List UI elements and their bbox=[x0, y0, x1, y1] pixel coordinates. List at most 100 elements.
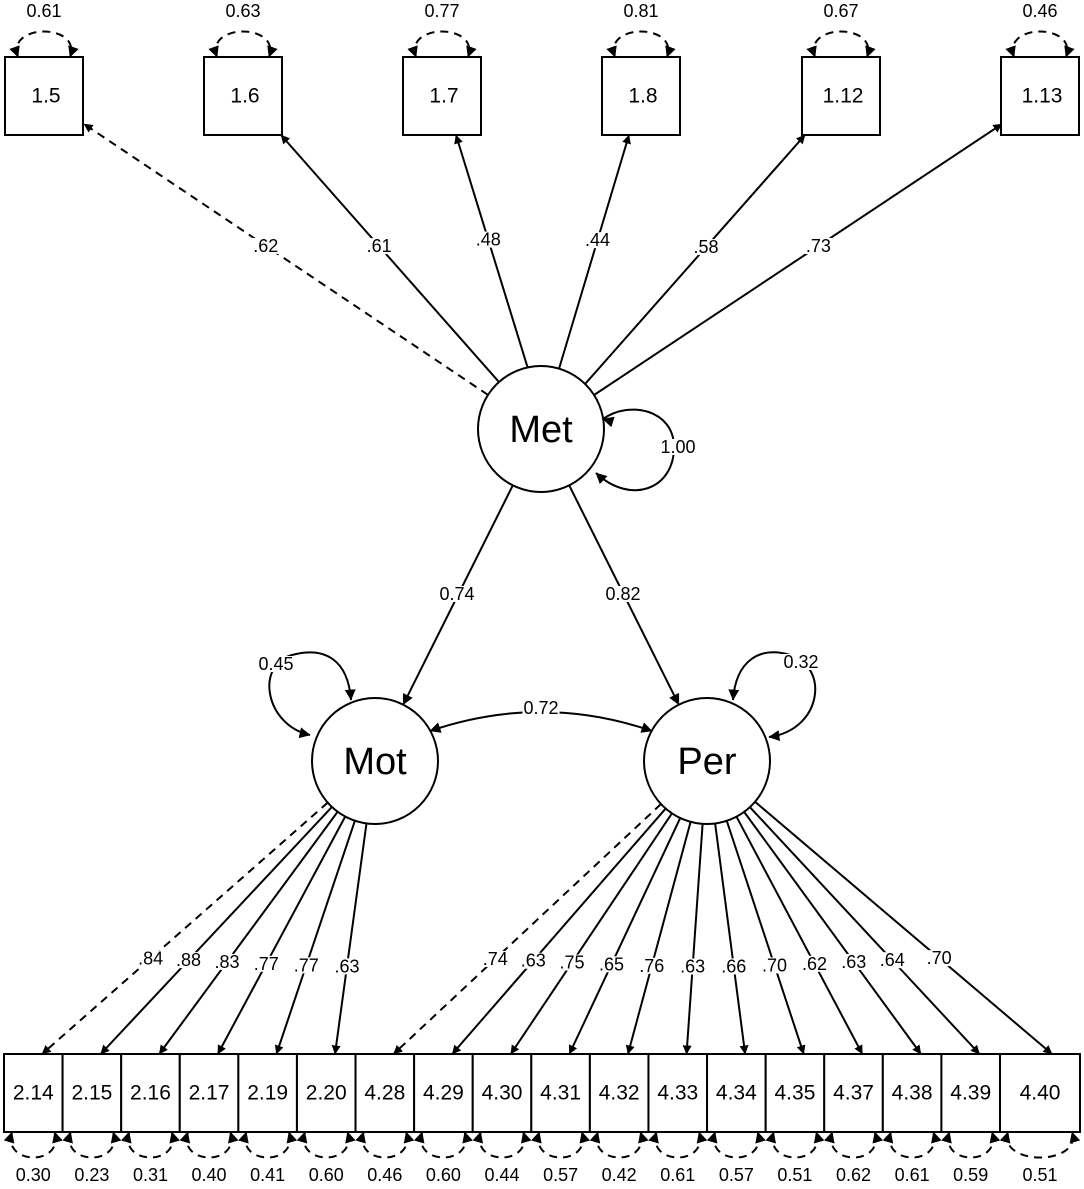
loading-arrow-per-4.29 bbox=[451, 807, 667, 1055]
path-arrows bbox=[3, 30, 1081, 1159]
loading-value: .58 bbox=[694, 237, 719, 257]
indicator-box-1.13 bbox=[1000, 56, 1080, 136]
error-variance-arrow bbox=[355, 1131, 415, 1159]
variance-mot-bg bbox=[257, 656, 295, 672]
indicator-box-4.37 bbox=[823, 1053, 884, 1133]
loading-value-bg bbox=[333, 958, 361, 975]
error-variance-arrow bbox=[824, 1131, 884, 1159]
error-variance-arrow bbox=[62, 1131, 122, 1159]
error-variance-value-bg bbox=[73, 1167, 111, 1183]
indicator-label: 4.40 bbox=[1020, 1082, 1061, 1105]
indicator-label: 1.5 bbox=[31, 85, 60, 108]
error-variance-value: 0.77 bbox=[424, 1, 459, 21]
error-variance-arrow bbox=[208, 30, 278, 58]
error-variance-value-bg bbox=[1021, 3, 1059, 19]
error-variance-value-bg bbox=[893, 1167, 931, 1183]
indicator-box-4.28 bbox=[354, 1053, 416, 1133]
error-variance-value-bg bbox=[542, 1167, 580, 1183]
error-variance-arrow bbox=[238, 1131, 298, 1159]
error-variance-value: 0.61 bbox=[660, 1165, 695, 1185]
error-variance-value: 0.63 bbox=[225, 1, 260, 21]
error-variance-value: 0.44 bbox=[484, 1165, 519, 1185]
loading-value-bg bbox=[804, 237, 832, 254]
error-variance-value-bg bbox=[1021, 1167, 1059, 1183]
loading-arrow-met-1.13 bbox=[593, 123, 1003, 396]
error-variance-value-bg bbox=[423, 3, 461, 19]
error-variance-arrow bbox=[9, 30, 79, 58]
indicator-box-2.15 bbox=[61, 1053, 123, 1133]
loading-value-bg bbox=[597, 956, 626, 973]
loading-value-bg bbox=[638, 957, 666, 974]
loading-value-bg bbox=[481, 951, 509, 968]
error-variance-value: 0.46 bbox=[367, 1165, 402, 1185]
loading-arrow-mot-2.17 bbox=[216, 816, 347, 1055]
loading-value: .77 bbox=[294, 955, 319, 975]
error-variance-arrow bbox=[606, 30, 676, 58]
indicator-box-2.16 bbox=[120, 1053, 181, 1133]
loading-value-bg bbox=[679, 958, 707, 975]
loading-value-bg bbox=[213, 953, 241, 970]
error-variance-arrow bbox=[413, 1131, 473, 1159]
loading-value: .66 bbox=[721, 956, 746, 976]
loading-arrow-mot-2.16 bbox=[158, 811, 339, 1055]
indicator-box-2.17 bbox=[178, 1053, 240, 1133]
loading-value: .44 bbox=[585, 230, 610, 250]
indicator-label: 4.39 bbox=[950, 1082, 991, 1105]
indicator-box-4.31 bbox=[530, 1053, 591, 1133]
indicator-box-1.12 bbox=[801, 56, 881, 136]
loading-arrow-met-1.5 bbox=[83, 123, 489, 396]
error-variance-arrow bbox=[407, 30, 477, 58]
error-variance-value-bg bbox=[822, 3, 860, 19]
indicator-label: 4.35 bbox=[775, 1082, 816, 1105]
loading-value: .76 bbox=[639, 956, 664, 976]
indicator-box-4.35 bbox=[764, 1053, 826, 1133]
loading-value-bg bbox=[760, 957, 788, 974]
error-variance-value: 0.67 bbox=[823, 1, 858, 21]
coef-met-mot-bg bbox=[438, 586, 476, 602]
loading-value: .63 bbox=[680, 957, 705, 977]
loading-arrow-mot-2.20 bbox=[331, 823, 368, 1055]
loading-value: .70 bbox=[762, 955, 787, 975]
indicator-box-4.32 bbox=[588, 1053, 650, 1133]
variance-loop-mot bbox=[268, 651, 356, 739]
indicator-label: 2.20 bbox=[306, 1082, 347, 1105]
error-variance-arrow bbox=[806, 30, 876, 58]
error-variance-value: 0.81 bbox=[623, 1, 658, 21]
loading-value: .84 bbox=[138, 948, 163, 968]
loading-arrow-met-1.7 bbox=[454, 134, 529, 368]
error-variance-value-bg bbox=[14, 1167, 52, 1183]
error-variance-value: 0.30 bbox=[16, 1165, 51, 1185]
loading-value-bg bbox=[292, 957, 320, 974]
error-variance-value: 0.23 bbox=[74, 1165, 109, 1185]
loading-value-bg bbox=[558, 954, 586, 971]
loading-value-bg bbox=[474, 231, 502, 248]
error-variance-value: 0.40 bbox=[192, 1165, 227, 1185]
indicator-box-4.38 bbox=[881, 1053, 943, 1133]
loading-value-bg bbox=[925, 950, 953, 967]
error-variance-arrow bbox=[999, 1131, 1081, 1159]
indicator-box-4.30 bbox=[471, 1053, 533, 1133]
error-variance-value-bg bbox=[952, 1167, 990, 1183]
indicator-box-4.33 bbox=[647, 1053, 709, 1133]
coef-met-mot: 0.74 bbox=[439, 584, 474, 604]
error-variance-arrow bbox=[3, 1131, 63, 1159]
loading-value-bg bbox=[365, 238, 393, 255]
loading-value-bg bbox=[252, 955, 280, 972]
indicator-box-2.20 bbox=[295, 1053, 357, 1133]
loading-arrow-per-4.30 bbox=[509, 812, 673, 1055]
error-variance-value: 0.61 bbox=[895, 1165, 930, 1185]
indicator-label: 1.12 bbox=[823, 85, 864, 108]
latent-per-label: Per bbox=[677, 741, 736, 783]
error-variance-value: 0.60 bbox=[426, 1165, 461, 1185]
loading-value: .62 bbox=[802, 954, 827, 974]
coef-met-per: 0.82 bbox=[605, 584, 640, 604]
coef-mot-per-bg bbox=[522, 700, 560, 716]
loading-arrow-met-1.8 bbox=[558, 134, 631, 369]
error-variance-value: 0.59 bbox=[953, 1165, 988, 1185]
latent-mot-label: Mot bbox=[343, 741, 407, 783]
loading-arrow-per-4.38 bbox=[743, 811, 922, 1055]
loading-value: .65 bbox=[599, 954, 624, 974]
variance-met: 1.00 bbox=[660, 437, 695, 457]
